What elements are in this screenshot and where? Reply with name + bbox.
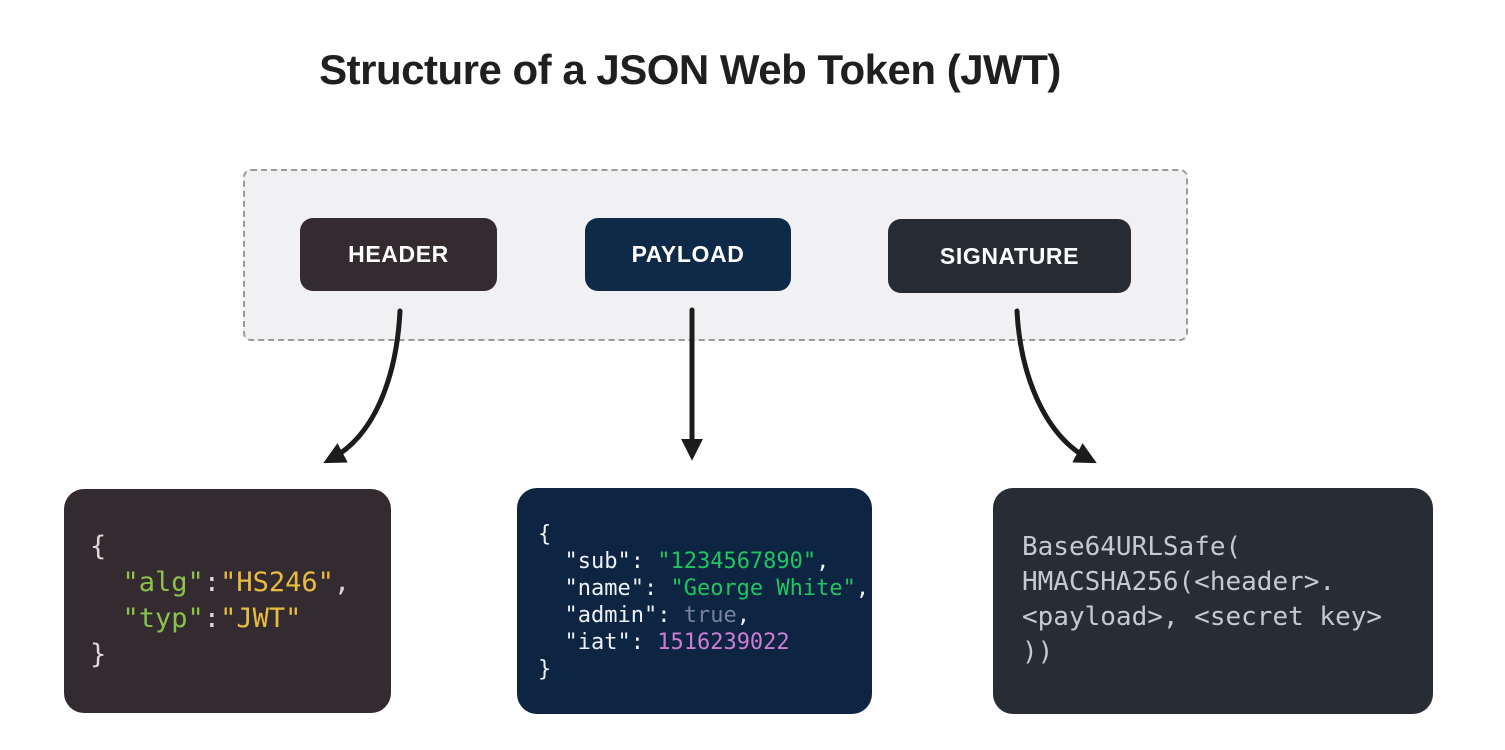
signature-code-block: Base64URLSafe(HMACSHA256(<header>.<paylo…: [993, 488, 1433, 714]
diagram-title: Structure of a JSON Web Token (JWT): [319, 46, 1061, 93]
payload-part-box: PAYLOAD: [585, 218, 791, 291]
header-part-label: HEADER: [348, 241, 449, 267]
payload-code-block: { "sub": "1234567890", "name": "George W…: [517, 488, 872, 714]
payload-part-label: PAYLOAD: [631, 241, 745, 267]
signature-part-label: SIGNATURE: [939, 242, 1080, 269]
signature-part-box: SIGNATURE: [888, 219, 1131, 293]
header-part-box: HEADER: [300, 218, 497, 291]
header-code-block: { "alg":"HS246", "typ":"JWT"}: [64, 489, 391, 713]
